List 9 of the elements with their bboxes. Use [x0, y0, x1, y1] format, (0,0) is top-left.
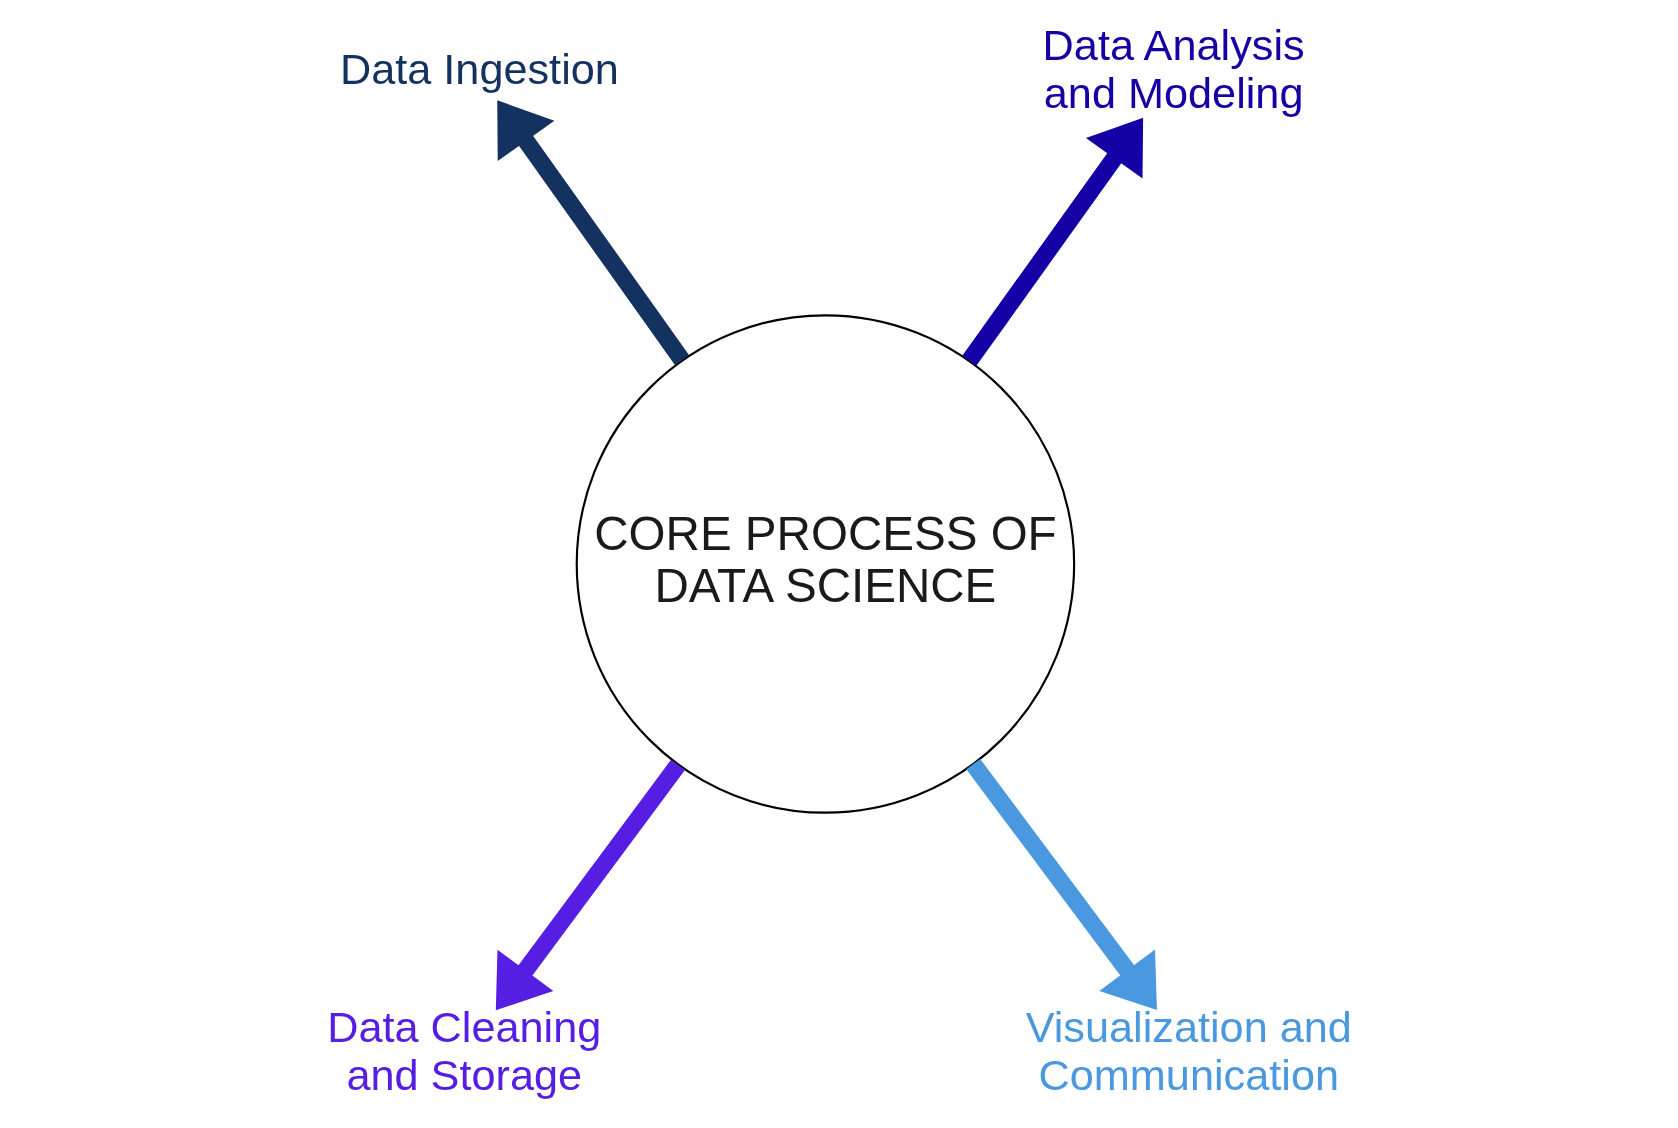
node-text: Data Ingestion: [339, 44, 619, 93]
node-circle: CORE PROCESS OF DATA SCIENCE: [575, 314, 1075, 814]
node-text: Data Analysis and Modeling: [1042, 21, 1305, 117]
node-text: Data Cleaning and Storage: [326, 1002, 601, 1099]
node-text: Visualization and Communication: [1025, 1002, 1352, 1099]
arrow: [496, 100, 689, 366]
arrow: [495, 759, 685, 1011]
arrow: [965, 758, 1157, 1011]
arrow: [961, 117, 1143, 366]
